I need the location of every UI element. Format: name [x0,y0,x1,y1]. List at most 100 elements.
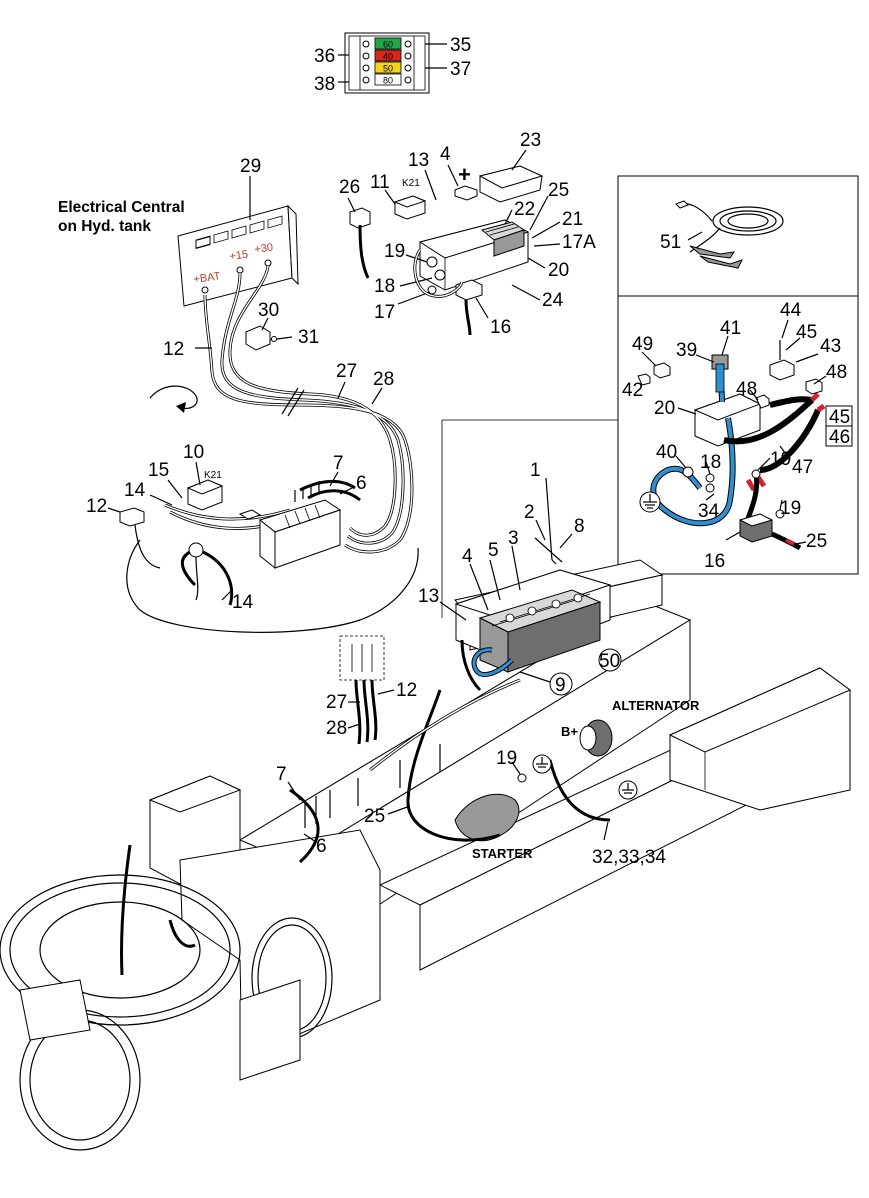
fuse-50-label: 50 [383,64,393,74]
callout-16-top: 16 [490,317,511,338]
callout-50: 50 [599,651,620,672]
callout-17: 17 [374,302,395,323]
callout-37: 37 [450,59,471,80]
callout-10: 10 [183,442,204,463]
chassis: ALTERNATOR STARTER B+ 32,33,34 [0,559,852,1151]
callout-19-inset-a: 19 [770,449,791,470]
callout-3: 3 [508,528,519,549]
callout-5: 5 [488,540,499,561]
plus-sign-label: + [458,162,471,187]
callout-25-inset: 25 [806,531,827,552]
plus-15-label: +15 [229,248,249,262]
k21-mid-label: K21 [204,470,222,481]
fuse-80-label: 80 [383,76,393,86]
callout-43: 43 [820,336,841,357]
fuse-block: 60 40 50 80 36 38 35 37 [314,32,471,95]
starter-label: STARTER [472,846,533,861]
callout-20-inset: 20 [654,398,675,419]
callout-19-low: 19 [496,748,517,769]
callout-26: 26 [339,177,360,198]
callout-23: 23 [520,130,541,151]
inset-battery-cables: 20 47 41 39 49 42 44 45 43 48 [441,295,859,618]
callout-25-low: 25 [364,806,385,827]
callout-12-mid: 12 [163,339,184,360]
k21-top-label: K21 [402,178,420,189]
callout-36: 36 [314,46,335,67]
b-plus-label: B+ [561,724,578,739]
callout-41: 41 [720,318,741,339]
callout-40: 40 [656,442,677,463]
callout-12-left: 12 [86,496,107,517]
callout-12-low: 12 [396,680,417,701]
callout-30: 30 [258,300,279,321]
callout-4-top: 4 [440,144,451,165]
callout-28-mid: 28 [373,369,394,390]
ground-symbol-icon [639,491,661,513]
callout-7-low: 7 [276,764,287,785]
fuse-80 [374,73,402,86]
callout-42: 42 [622,380,643,401]
callout-9: 9 [555,675,566,696]
callout-19-inset-b: 19 [780,498,801,519]
alternator-label: ALTERNATOR [612,698,700,713]
fuse-60-label: 60 [383,40,393,50]
callout-51: 51 [660,232,681,253]
callout-49: 49 [632,334,653,355]
callout-45-top: 45 [796,322,817,343]
callout-13-bat: 13 [418,586,439,607]
callout-18-top: 18 [374,276,395,297]
callout-7-mid: 7 [333,453,344,474]
callout-18-inset: 18 [700,452,721,473]
callout-14-a: 14 [124,480,146,501]
electrical-central-title: Electrical Central [58,199,185,216]
callout-17a: 17A [562,232,596,253]
callout-6-mid: 6 [356,473,367,494]
callout-25-top: 25 [548,180,569,201]
relay-assembly-left: K21 10 15 14 7 6 12 [86,442,419,633]
callout-22: 22 [514,199,535,220]
callout-45: 45 [829,407,850,428]
callout-11: 11 [370,172,390,193]
electrical-central-subtitle: on Hyd. tank [58,218,151,235]
rotate-arrow-icon [149,385,198,409]
fuse-40 [374,49,402,62]
callout-20-top: 20 [548,260,569,281]
callout-39: 39 [676,340,697,361]
callout-6-low: 6 [316,836,327,857]
fuse-40-label: 40 [383,52,393,62]
callout-48-a: 48 [736,379,757,400]
callout-21: 21 [562,209,583,230]
callout-31: 31 [298,327,319,348]
fuse-60 [374,37,402,50]
callout-27-mid: 27 [336,361,357,382]
fuse-50 [374,61,402,74]
ground-symbol-chassis-b-icon [618,780,638,800]
callout-35: 35 [450,35,471,56]
electrical-central-chassis: 12 27 28 [326,635,417,745]
callout-8: 8 [574,516,585,537]
plus-bat-label: +BAT [193,270,222,286]
callout-44: 44 [780,300,802,321]
battery-box-exploded: 23 + 4 13 K21 11 26 22 25 2 [339,130,596,338]
callout-2: 2 [524,502,535,523]
callout-15: 15 [148,460,169,481]
callout-48-b: 48 [826,362,847,383]
callout-16-inset: 16 [704,551,725,572]
inset-jumper-cable: 51 [617,175,859,297]
callout-4-bat: 4 [462,546,473,567]
callout-28-low: 28 [326,718,347,739]
battery-box-chassis: 1 2 8 3 5 4 13 9 50 [418,460,622,696]
callout-47: 47 [792,457,813,478]
callout-19-top: 19 [384,241,405,262]
plus-30-label: +30 [254,241,274,255]
callout-38: 38 [314,74,335,95]
callout-13-top: 13 [408,150,429,171]
callout-1: 1 [530,460,541,481]
callout-24: 24 [542,290,564,311]
electrical-central: Electrical Central on Hyd. tank +BAT +15… [58,156,414,554]
callout-34: 34 [698,501,720,522]
callout-32-34: 32,33,34 [592,847,666,868]
callout-14-b: 14 [232,592,254,613]
callout-27-low: 27 [326,692,347,713]
